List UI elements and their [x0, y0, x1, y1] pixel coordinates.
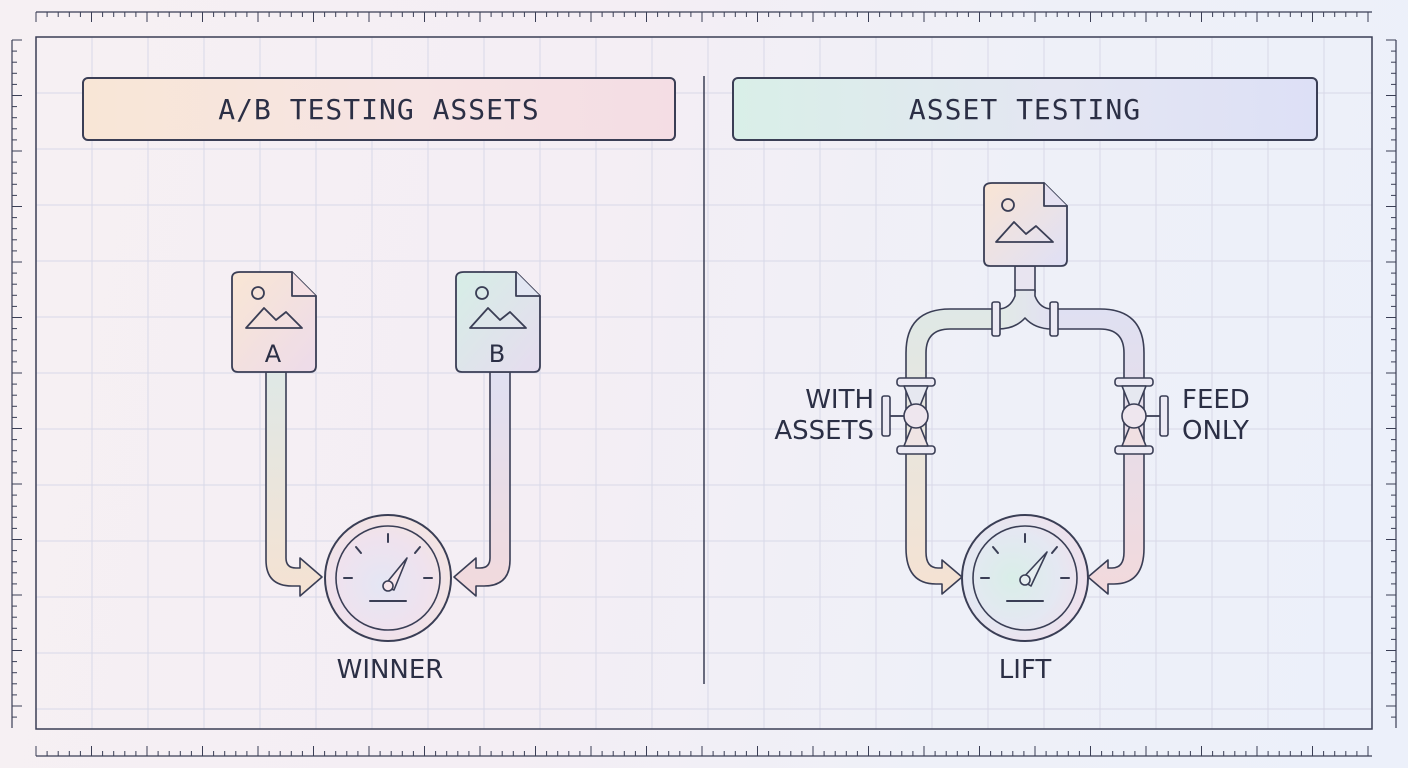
- with-assets-valve-icon: [881, 377, 936, 455]
- lift-gauge-icon: [961, 514, 1089, 642]
- lift-label: LIFT: [998, 655, 1052, 685]
- asset-b-label: B: [488, 340, 506, 368]
- ruler-frame: [11, 11, 1397, 757]
- feed-only-label: FEED ONLY: [1182, 385, 1250, 446]
- asset-a-label: A: [264, 340, 282, 368]
- with-assets-label: WITH ASSETS: [774, 385, 874, 446]
- asset-image-file-icon: [983, 182, 1068, 267]
- winner-gauge-icon: [324, 514, 452, 642]
- winner-label: WINNER: [336, 655, 444, 685]
- pipe-a: [265, 371, 323, 597]
- asset-a-image-file-icon: [231, 271, 317, 373]
- panel-title-ab-testing: A/B TESTING ASSETS: [82, 77, 676, 141]
- feed-only-valve-icon: [1114, 377, 1169, 455]
- pipe-b: [453, 371, 511, 597]
- asset-b-image-file-icon: [455, 271, 541, 373]
- panel-title-asset-testing: ASSET TESTING: [732, 77, 1318, 141]
